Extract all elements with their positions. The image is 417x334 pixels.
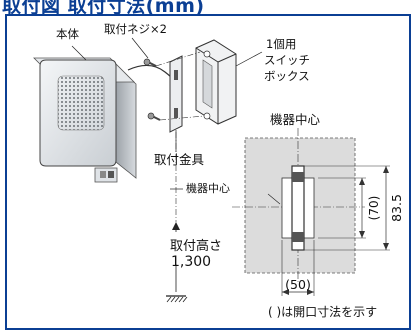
mounting-bracket-label: 取付金具: [154, 152, 205, 167]
height-indicator: [166, 188, 188, 303]
header-bar: 取付図 取付寸法(mm): [0, 0, 417, 14]
opening-dimension-note: ( )は開口寸法を示す: [268, 305, 377, 319]
dimension-70: (70): [367, 196, 381, 221]
main-body-label: 本体: [56, 27, 79, 41]
leader-lines: [71, 37, 263, 152]
mounting-screw-label: 取付ネジ×2: [104, 22, 167, 36]
speaker-grille: [57, 75, 105, 131]
mounting-bracket-illustration: [169, 55, 183, 133]
dimension-83-5: 83.5: [389, 194, 404, 222]
dimension-50: (50): [285, 277, 311, 292]
mounting-height-value: 1,300: [171, 254, 211, 270]
section-title: 取付図 取付寸法(mm): [2, 0, 205, 14]
mounting-screw-icon: [143, 58, 161, 121]
switch-box-label-line2: スイッチ: [264, 53, 310, 67]
device-center-left-label: 機器中心: [186, 181, 230, 195]
switch-box-label-line3: ボックス: [264, 69, 310, 83]
intercom-unit-illustration: [33, 57, 137, 183]
switch-box-label-line1: 1個用: [266, 37, 296, 51]
switch-box-illustration: [195, 39, 237, 125]
mounting-height-label: 取付高さ: [170, 238, 222, 254]
device-center-top-label: 機器中心: [270, 112, 321, 127]
opening-dimension-diagram: [232, 128, 390, 296]
